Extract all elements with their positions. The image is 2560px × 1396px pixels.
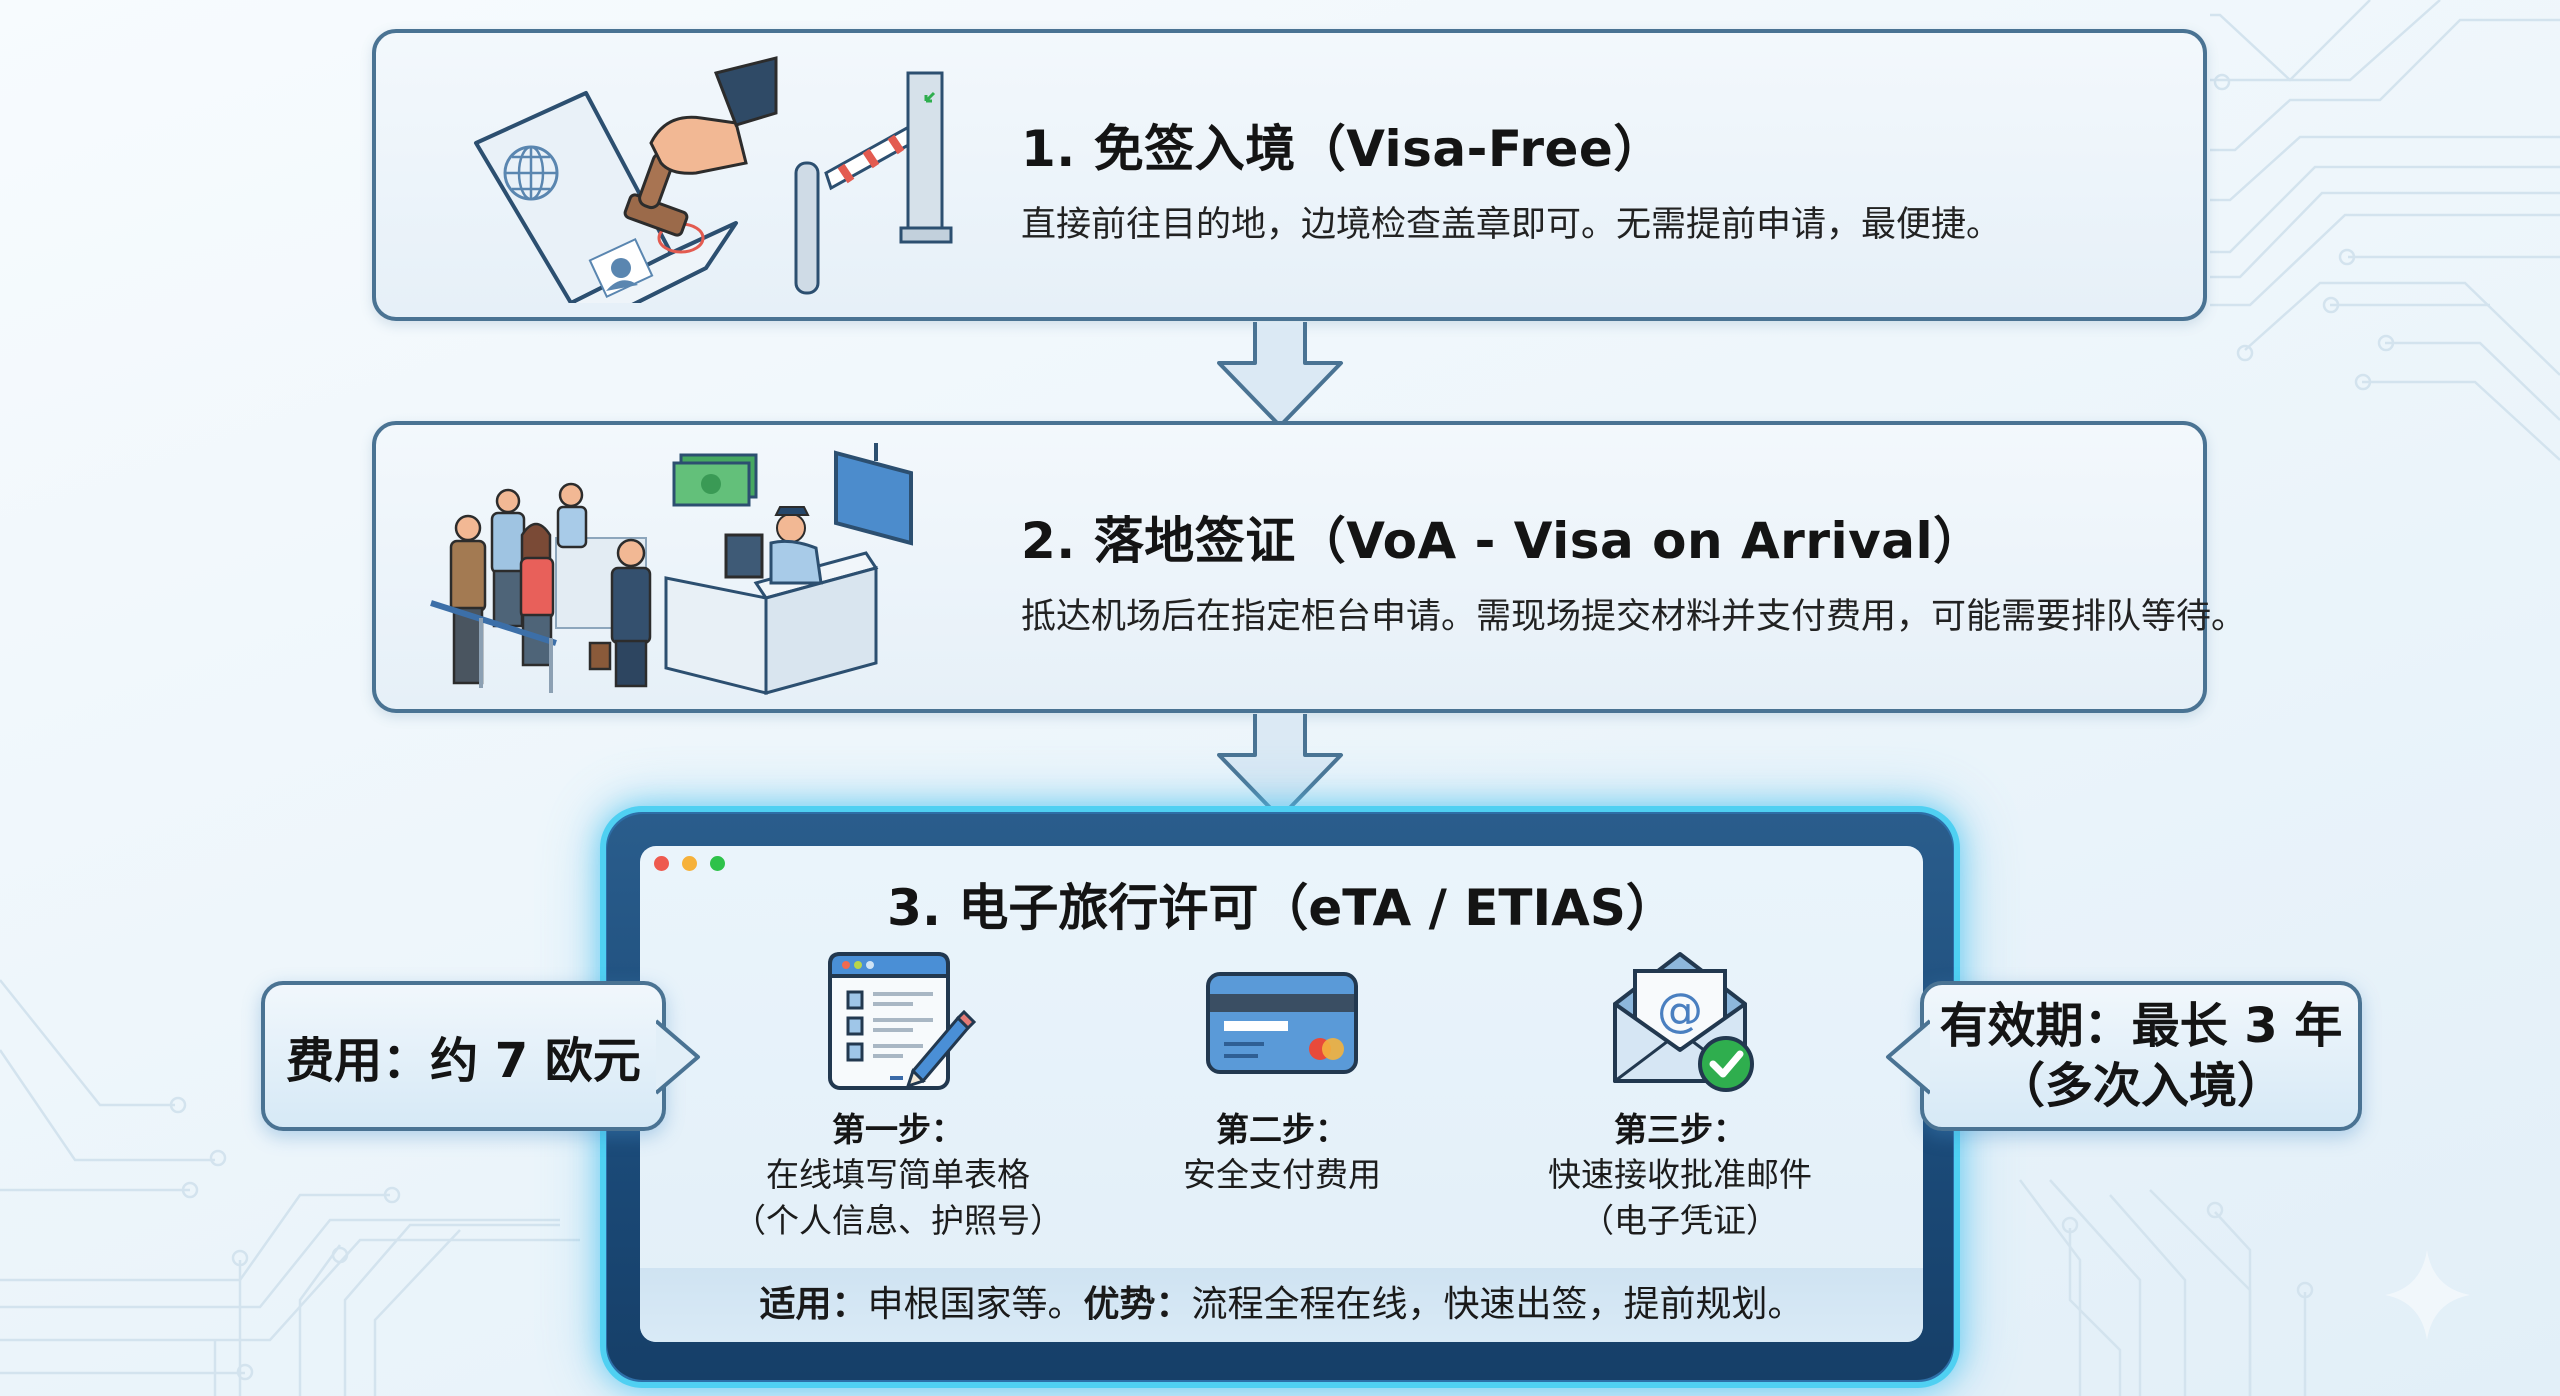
stage-card-visa-free: 1. 免签入境（Visa-Free） 直接前往目的地，边境检查盖章即可。无需提前… bbox=[372, 29, 2207, 321]
fee-callout: 费用：约 7 欧元 bbox=[261, 981, 700, 1131]
stage-1-title: 1. 免签入境（Visa-Free） bbox=[1021, 120, 1664, 178]
step-2: 第二步： 安全支付费用 bbox=[1072, 946, 1492, 1198]
window-maximize-dot bbox=[710, 856, 725, 871]
step-1-label: 第一步： bbox=[832, 1110, 964, 1149]
window-minimize-dot bbox=[682, 856, 697, 871]
sparkle-icon bbox=[2385, 1250, 2470, 1340]
airport-visa-counter-icon bbox=[430, 443, 913, 695]
eta-steps: 第一步： 在线填写简单表格 （个人信息、护照号） 第二步： 安全支付费用 @ bbox=[640, 946, 1923, 1266]
step-3: @ 第三步： 快速接收批准邮件 （电子凭证） bbox=[1470, 946, 1890, 1244]
step-1: 第一步： 在线填写简单表格 （个人信息、护照号） bbox=[688, 946, 1108, 1244]
step-2-line-1: 安全支付费用 bbox=[1183, 1155, 1381, 1194]
callout-tail bbox=[656, 1019, 700, 1095]
arrow-down-icon bbox=[1217, 322, 1343, 428]
validity-line-1: 有效期：最长 3 年 bbox=[1939, 998, 2343, 1054]
advantage-label: 优势： bbox=[1083, 1284, 1192, 1325]
svg-text:@: @ bbox=[1657, 983, 1703, 1037]
online-form-pencil-icon bbox=[828, 952, 977, 1090]
eta-summary-band: 适用：申根国家等。优势：流程全程在线，快速出签，提前规划。 bbox=[640, 1268, 1923, 1342]
stage-2-title: 2. 落地签证（VoA - Visa on Arrival） bbox=[1021, 512, 1984, 570]
step-3-label: 第三步： bbox=[1614, 1110, 1746, 1149]
passport-stamp-barrier-icon bbox=[474, 56, 953, 303]
stage-2-description: 抵达机场后在指定柜台申请。需现场提交材料并支付费用，可能需要排队等待。 bbox=[1021, 597, 2247, 637]
credit-card-icon bbox=[1206, 972, 1358, 1074]
step-1-line-2: （个人信息、护照号） bbox=[733, 1201, 1063, 1240]
fee-text: 费用：约 7 欧元 bbox=[286, 1033, 641, 1089]
stage-1-description: 直接前往目的地，边境检查盖章即可。无需提前申请，最便捷。 bbox=[1021, 205, 2002, 245]
validity-line-2: （多次入境） bbox=[1996, 1058, 2285, 1114]
applicable-text: 申根国家等。 bbox=[867, 1284, 1084, 1325]
step-3-line-2: （电子凭证） bbox=[1581, 1201, 1779, 1240]
stage-card-eta-etias: 3. 电子旅行许可（eTA / ETIAS） 第一步： 在线填写简单表格 （个人… bbox=[640, 846, 1923, 1342]
window-controls bbox=[654, 856, 725, 871]
validity-callout: 有效期：最长 3 年 （多次入境） bbox=[1886, 981, 2362, 1131]
callout-tail bbox=[1886, 1019, 1930, 1095]
step-3-line-1: 快速接收批准邮件 bbox=[1548, 1155, 1812, 1194]
applicable-label: 适用： bbox=[759, 1284, 868, 1325]
stage-card-visa-on-arrival: 2. 落地签证（VoA - Visa on Arrival） 抵达机场后在指定柜… bbox=[372, 421, 2246, 713]
window-close-dot bbox=[654, 856, 669, 871]
step-1-line-1: 在线填写简单表格 bbox=[766, 1155, 1030, 1194]
stage-3-title: 3. 电子旅行许可（eTA / ETIAS） bbox=[887, 879, 1676, 937]
advantage-text: 流程全程在线，快速出签，提前规划。 bbox=[1191, 1284, 1804, 1325]
email-approved-icon: @ bbox=[1613, 952, 1754, 1092]
step-2-label: 第二步： bbox=[1216, 1110, 1348, 1149]
